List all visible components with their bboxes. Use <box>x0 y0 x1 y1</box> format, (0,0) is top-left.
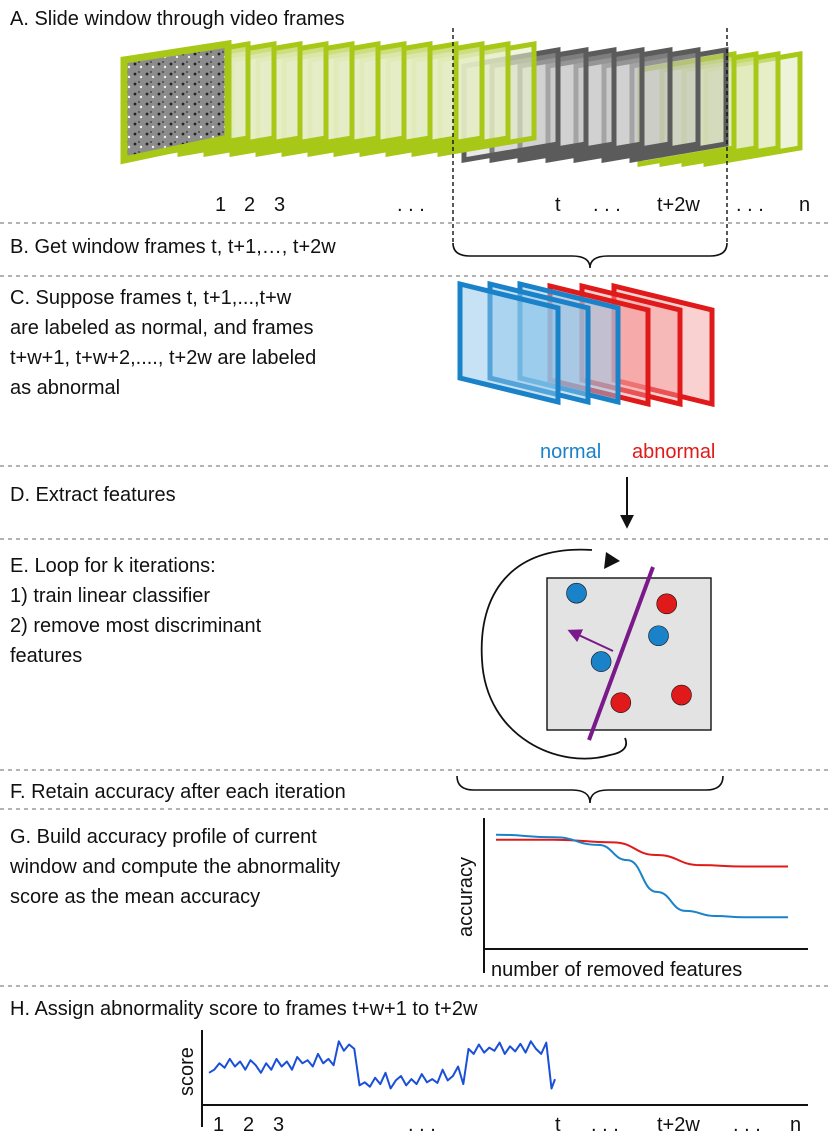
iteration-bracket <box>456 775 724 804</box>
frame-label-2: 2 <box>244 194 255 216</box>
normal-sample-point <box>590 651 612 672</box>
tick-label-2: 2 <box>243 1114 254 1136</box>
frame-label-1: 1 <box>215 194 226 216</box>
frame-label-3: 3 <box>274 194 285 216</box>
tick-label-dots-1: . . . <box>408 1114 436 1136</box>
loop-arrow-icon <box>480 548 628 760</box>
y-axis-label: accuracy <box>455 857 477 937</box>
crowd-scene-icon <box>120 39 232 165</box>
step-d-label: D. Extract features <box>10 484 176 506</box>
normal-frame <box>457 280 561 406</box>
tick-label-3: 3 <box>273 1114 284 1136</box>
tick-label-dots-2: . . . <box>591 1114 619 1136</box>
step-e-line-3: 2) remove most discriminant <box>10 615 262 637</box>
abnormal-sample-point <box>656 593 678 615</box>
score-axis-labels: 1 2 3 . . . t . . . t+2w . . . n <box>213 1114 801 1136</box>
abnormal-sample-point <box>671 684 692 706</box>
abnormal-legend: abnormal <box>632 441 715 463</box>
step-c-label: C. Suppose frames t, t+1,...,t+w are lab… <box>10 287 316 399</box>
step-b-label: B. Get window frames t, t+1,…, t+2w <box>10 236 336 258</box>
window-frame <box>601 47 701 163</box>
accuracy-profile-chart: accuracy number of removed features <box>455 818 808 981</box>
frame-label-t: t <box>555 194 561 216</box>
window-frame <box>629 47 729 163</box>
step-g-label: G. Build accuracy profile of current win… <box>9 826 340 908</box>
tick-label-t: t <box>555 1114 561 1136</box>
frame-label-dots-2: . . . <box>593 194 621 216</box>
frame-index-labels: 1 2 3 . . . t . . . t+2w . . . n <box>215 194 810 216</box>
frame-label-dots-3: . . . <box>736 194 764 216</box>
arrow-icon <box>567 629 614 652</box>
frame-label-n: n <box>799 194 810 216</box>
decision-boundary <box>587 566 655 741</box>
step-c-line-2: are labeled as normal, and frames <box>10 317 314 339</box>
tick-label-dots-3: . . . <box>733 1114 761 1136</box>
step-e-line-1: E. Loop for k iterations: <box>10 555 216 577</box>
step-c-line-4: as abnormal <box>10 377 120 399</box>
tick-label-1: 1 <box>213 1114 224 1136</box>
tick-label-n: n <box>790 1114 801 1136</box>
section-separators <box>0 222 828 987</box>
classifier-panel <box>480 548 712 760</box>
step-g-line-3: score as the mean accuracy <box>10 886 260 908</box>
sliding-window-marker <box>452 28 728 269</box>
abnormal-sample-point <box>610 692 632 713</box>
normal-sample-point <box>566 582 587 604</box>
y-axis-label: score <box>176 1047 198 1096</box>
video-frame-stack <box>120 39 803 167</box>
step-c-line-3: t+w+1, t+w+2,...., t+2w are labeled <box>10 347 316 369</box>
score-chart: score 1 2 3 . . . t . . . t+2w . . . n <box>176 1030 808 1136</box>
step-e-label: E. Loop for k iterations: 1) train linea… <box>10 555 262 667</box>
labeled-window-frames <box>457 280 715 408</box>
tick-label-t2w: t+2w <box>657 1114 700 1136</box>
accuracy-series-1 <box>495 833 788 919</box>
step-g-line-1: G. Build accuracy profile of current <box>10 826 317 848</box>
step-a-label: A. Slide window through video frames <box>10 8 345 30</box>
step-g-line-2: window and compute the abnormality <box>9 856 340 878</box>
normal-sample-point <box>648 625 669 647</box>
frame-label-t2w: t+2w <box>657 194 700 216</box>
accuracy-series-0 <box>496 838 788 868</box>
frame-label-dots-1: . . . <box>397 194 425 216</box>
window-frame <box>573 47 673 163</box>
normal-legend: normal <box>540 441 601 463</box>
window-frame <box>545 47 645 163</box>
step-e-line-2: 1) train linear classifier <box>10 585 210 607</box>
step-e-line-4: features <box>10 645 82 667</box>
score-series <box>208 1040 556 1090</box>
loop-arrow-head <box>604 552 620 569</box>
x-axis-label: number of removed features <box>491 959 742 981</box>
step-c-line-1: C. Suppose frames t, t+1,...,t+w <box>10 287 292 309</box>
step-f-label: F. Retain accuracy after each iteration <box>10 781 346 803</box>
step-h-label: H. Assign abnormality score to frames t+… <box>10 998 478 1020</box>
